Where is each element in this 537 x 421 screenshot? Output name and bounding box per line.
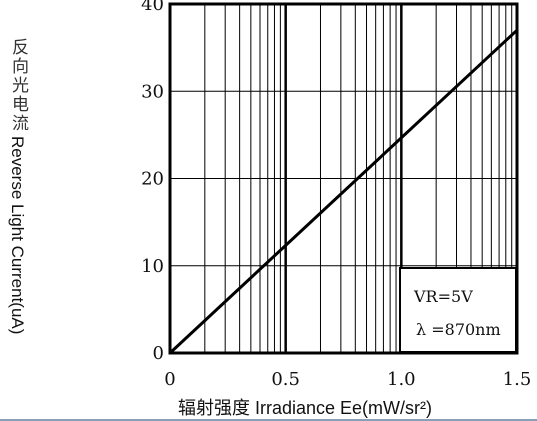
- y-tick-label: 40: [141, 0, 164, 15]
- y-axis-label-cn: 反向光电流: [8, 38, 29, 133]
- y-tick-label: 10: [141, 256, 164, 277]
- tick-labels: 0 10 20 30 40 0 0.5 1.0 1.5: [141, 0, 531, 390]
- plot-frame: [168, 2, 519, 355]
- y-tick-label: 30: [141, 81, 164, 102]
- series-layer: [168, 29, 519, 355]
- x-axis-label-cn: 辐射强度: [178, 398, 250, 419]
- y-axis-label-en: Reverse Light Current(uA): [8, 136, 27, 334]
- x-axis-label-en: Irradiance Ee(mW/sr²): [255, 398, 432, 418]
- annotation-vr: VR=5V: [413, 287, 473, 306]
- x-tick-label: 1.5: [503, 369, 532, 390]
- x-tick-label: 1.0: [387, 369, 416, 390]
- y-tick-label: 0: [153, 343, 164, 364]
- y-tick-label: 20: [141, 169, 164, 190]
- x-tick-label: 0.5: [271, 369, 300, 390]
- series-line: [168, 29, 519, 355]
- x-tick-label: 0: [164, 369, 175, 390]
- annotation-box: [399, 267, 517, 353]
- annotation-lambda: λ =870nm: [416, 320, 501, 339]
